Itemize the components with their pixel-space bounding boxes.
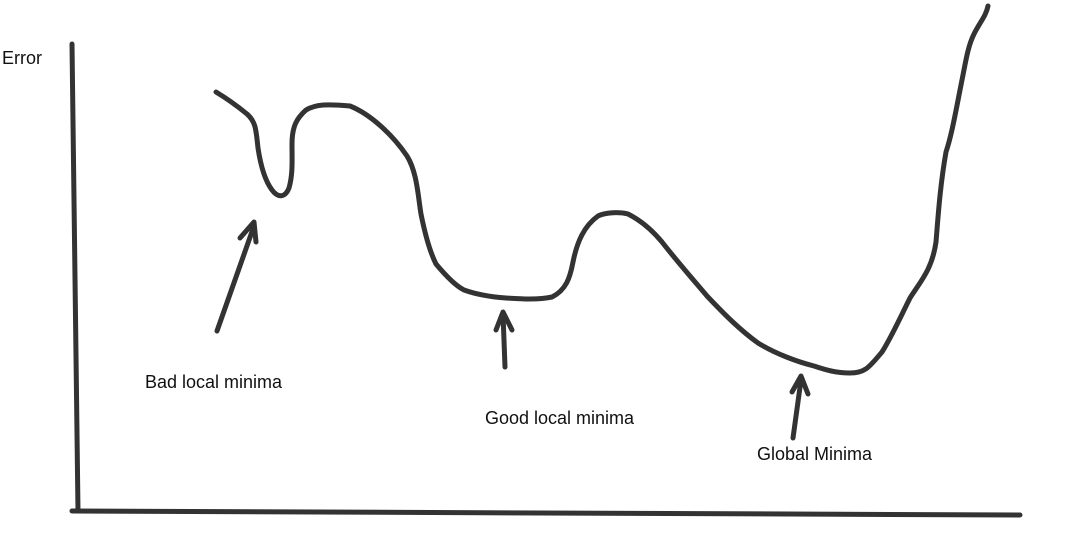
arrow-bad-local-minima (214, 219, 259, 334)
arrow-global-minima (789, 373, 811, 441)
global-minima-label: Global Minima (757, 444, 873, 464)
y-axis-line (69, 41, 81, 514)
arrow-good-local-minima (493, 309, 515, 370)
good-local-minima-label: Good local minima (485, 408, 635, 428)
error-curve (213, 3, 991, 376)
y-axis-label: Error (2, 48, 42, 68)
x-axis-line (69, 508, 1023, 518)
bad-local-minima-label: Bad local minima (145, 372, 283, 392)
